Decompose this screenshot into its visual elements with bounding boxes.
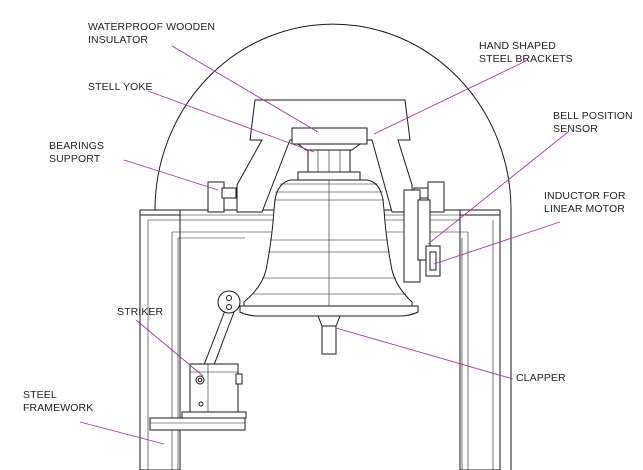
leader-lines bbox=[79, 45, 569, 445]
label-wooden-insulator: WATERPROOF WOODEN INSULATOR bbox=[88, 21, 216, 46]
linear-motor-inductor bbox=[425, 245, 441, 277]
label-steel-brackets: HAND SHAPED STEEL BRACKETS bbox=[479, 40, 573, 65]
bearings-support bbox=[207, 181, 445, 213]
striker-shelf bbox=[149, 417, 246, 431]
label-bell-position-sensor: BELL POSITION SENSOR bbox=[553, 110, 633, 135]
label-bearings-support: BEARINGS SUPPORT bbox=[49, 140, 105, 165]
label-striker: STRIKER bbox=[117, 306, 164, 318]
steel-yoke bbox=[296, 143, 362, 181]
label-steel-framework: STEEL FRAMEWORK bbox=[23, 389, 94, 414]
clapper bbox=[317, 315, 341, 355]
label-linear-motor-inductor: INDUCTOR FOR LINEAR MOTOR bbox=[544, 190, 626, 215]
striker bbox=[181, 290, 247, 419]
label-steel-yoke: STELL YOKE bbox=[88, 81, 153, 93]
label-clapper: CLAPPER bbox=[516, 372, 566, 384]
steel-framework-left bbox=[139, 209, 245, 470]
steel-brackets bbox=[236, 99, 413, 213]
wooden-insulator bbox=[291, 127, 368, 145]
dome-enclosure bbox=[154, 23, 512, 470]
bell bbox=[239, 179, 419, 317]
bell-position-sensor bbox=[403, 189, 431, 283]
